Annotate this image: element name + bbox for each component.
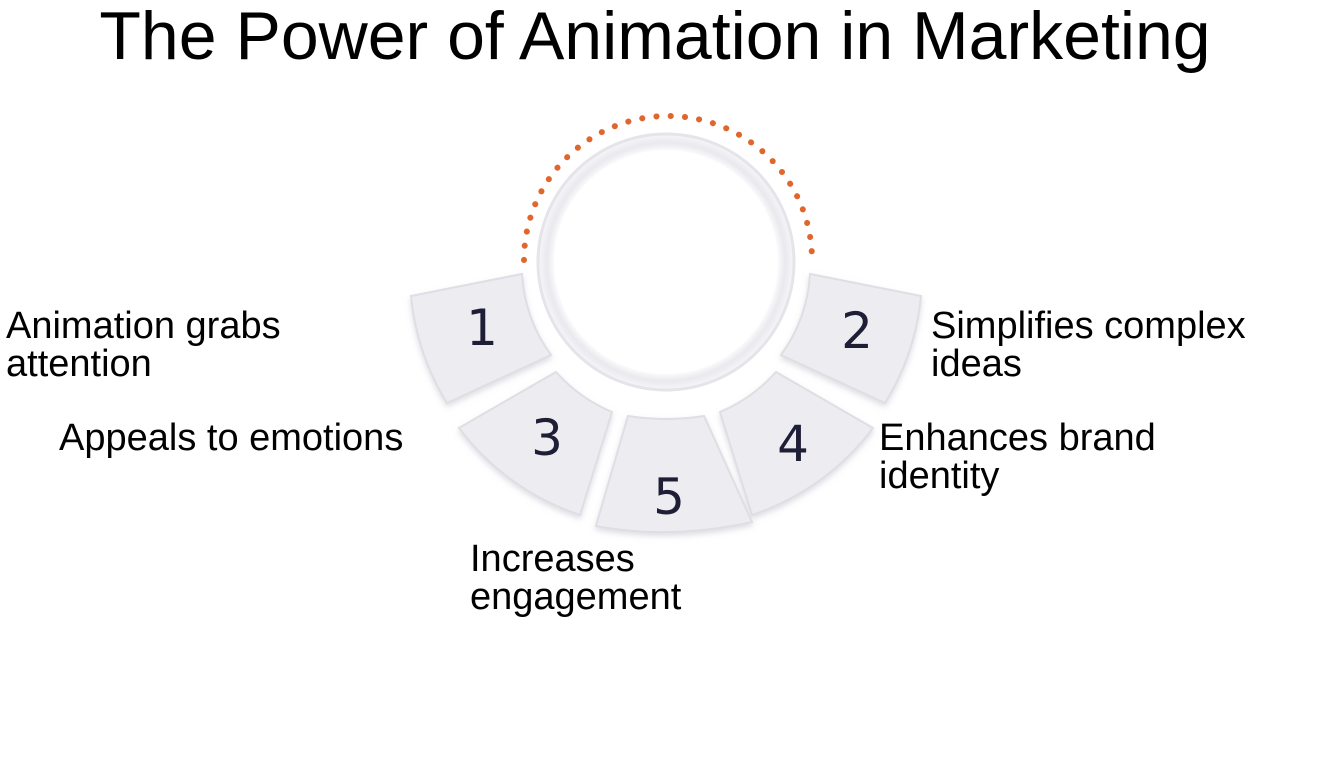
label-appeals-to-emotions: Appeals to emotions (59, 419, 403, 457)
label-enhances-brand-identity: Enhances brand identity (879, 419, 1156, 495)
label-line-1: Increases (470, 538, 635, 580)
label-line-2: engagement (470, 576, 682, 618)
label-animation-grabs-attention: Animation grabs attention (6, 307, 281, 383)
label-line-1: Simplifies complex (931, 305, 1246, 347)
center-circle (536, 132, 796, 392)
segment-number-1: 1 (466, 299, 498, 357)
segment-1 (409, 272, 553, 405)
label-line-1: Animation grabs (6, 305, 281, 347)
segment-2 (779, 272, 923, 405)
segment-number-4: 4 (777, 415, 809, 473)
label-increases-engagement: Increases engagement (470, 540, 681, 616)
segment-number-5: 5 (653, 468, 685, 526)
label-line-1: Appeals to emotions (59, 417, 404, 459)
dotted-arc (521, 113, 815, 263)
label-line-1: Enhances brand (879, 417, 1156, 459)
segment-4 (718, 370, 875, 517)
segment-number-2: 2 (841, 302, 873, 360)
label-simplifies-complex-ideas: Simplifies complex ideas (931, 307, 1246, 383)
label-line-2: ideas (931, 343, 1022, 385)
segment-3 (457, 370, 614, 517)
segment-5 (594, 414, 754, 534)
segment-number-3: 3 (531, 409, 563, 467)
label-line-2: attention (6, 343, 152, 385)
label-line-2: identity (879, 455, 1000, 497)
page-title: The Power of Animation in Marketing (99, 0, 1211, 74)
